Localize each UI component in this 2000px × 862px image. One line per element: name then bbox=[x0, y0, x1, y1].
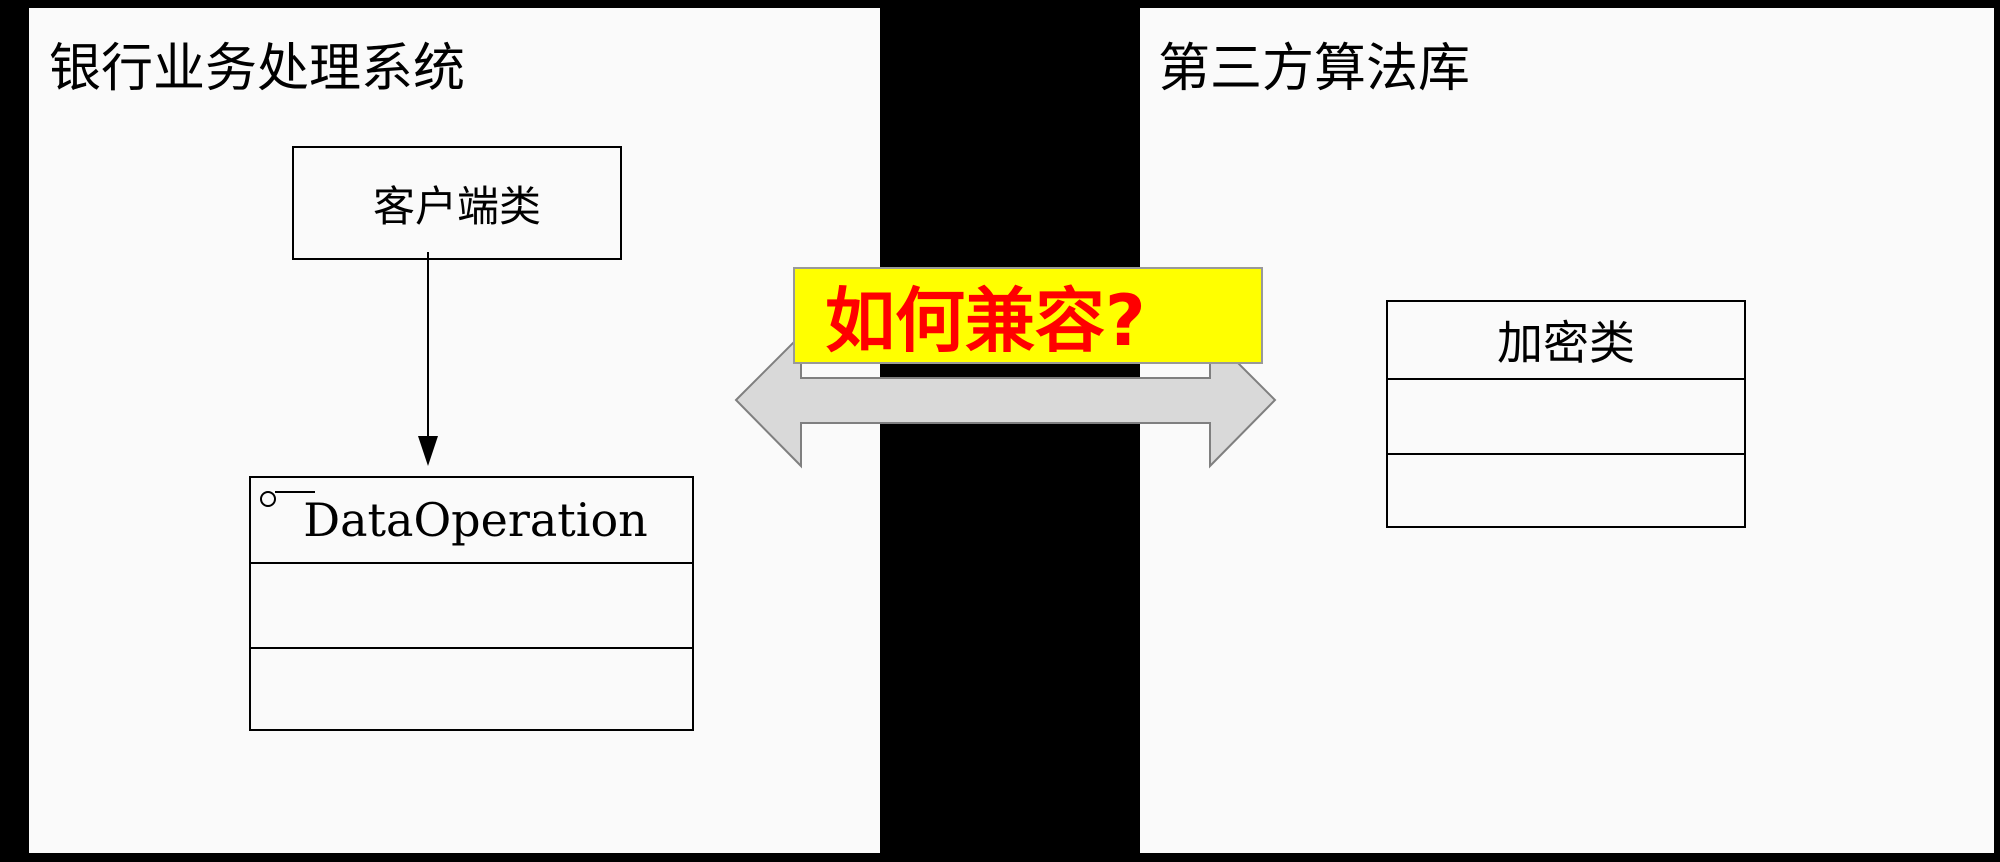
dataoperation-attributes bbox=[251, 562, 692, 647]
banking-system-title: 银行业务处理系统 bbox=[49, 39, 466, 99]
dataoperation-class-name: DataOperation bbox=[303, 493, 648, 547]
encrypt-class-operations bbox=[1388, 453, 1744, 528]
dataoperation-class-header: DataOperation bbox=[251, 478, 692, 562]
compatibility-question-banner: 如何兼容? bbox=[793, 267, 1263, 364]
compatibility-question-text: 如何兼容? bbox=[825, 280, 1146, 362]
encrypt-class-header: 加密类 bbox=[1388, 302, 1744, 378]
banking-system-panel: 银行业务处理系统 客户端类 DataOperation bbox=[29, 8, 880, 853]
interface-lollipop-icon bbox=[260, 491, 315, 507]
client-class-box[interactable]: 客户端类 bbox=[292, 146, 622, 260]
encrypt-class-name: 加密类 bbox=[1497, 316, 1635, 370]
third-party-library-title: 第三方算法库 bbox=[1158, 39, 1471, 99]
third-party-library-panel: 第三方算法库 加密类 bbox=[1140, 8, 1994, 853]
client-class-label: 客户端类 bbox=[372, 181, 541, 231]
encrypt-class[interactable]: 加密类 bbox=[1386, 300, 1746, 528]
encrypt-class-attributes bbox=[1388, 378, 1744, 453]
dataoperation-operations bbox=[251, 647, 692, 732]
dataoperation-class[interactable]: DataOperation bbox=[249, 476, 694, 731]
